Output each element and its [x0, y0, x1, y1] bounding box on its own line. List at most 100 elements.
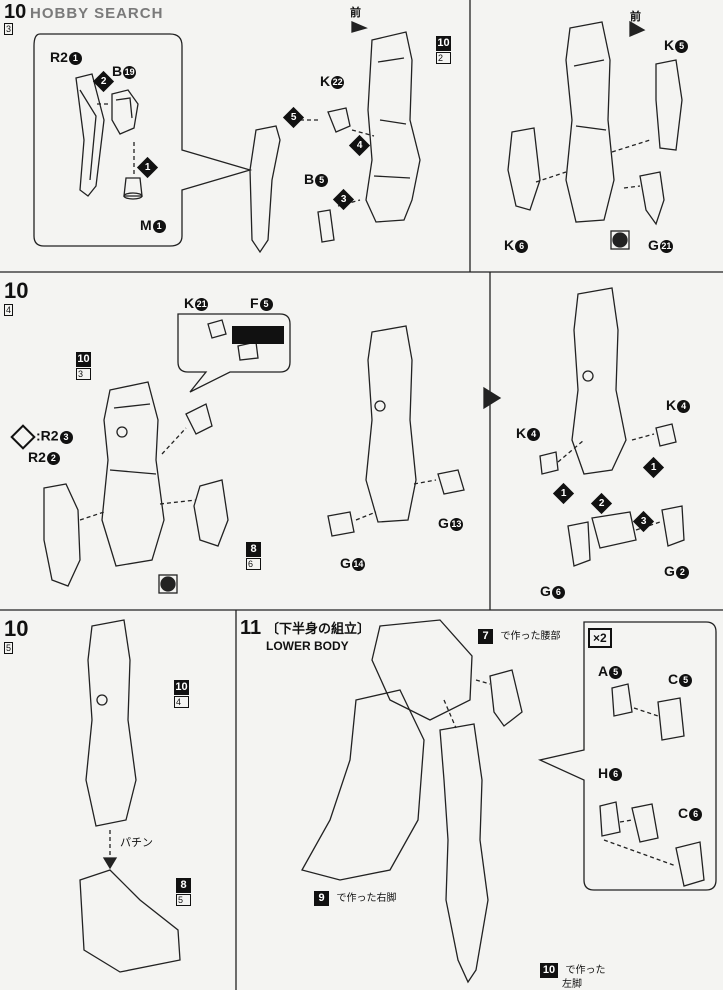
part-c6-b: [675, 841, 705, 887]
part-number-badge: 5: [609, 665, 623, 679]
part-number-badge: 13: [449, 517, 463, 531]
left-leg-reference-text-2: 左脚: [562, 979, 582, 990]
callout-bubble-11: [537, 621, 717, 891]
left-leg-assembly: [439, 723, 489, 984]
part-number-badge: 5: [679, 673, 693, 687]
part-b5: [317, 209, 335, 243]
part-front-plate: [591, 511, 637, 549]
section-title-jp: 〔下半身の組立〕: [266, 621, 371, 636]
box8-ref-10-5: 8 5: [176, 878, 191, 906]
leg-assembly-10-3-exploded: [565, 21, 615, 223]
ref-box-number: 9: [314, 891, 329, 906]
part-number-badge: 5: [315, 173, 329, 187]
waist-reference: 7 で作った腰部: [478, 626, 560, 644]
ref-box-sub: 3: [76, 368, 91, 380]
part-number-badge: 19: [123, 65, 137, 79]
part-number-badge: 2: [46, 451, 60, 465]
ref-box-number: 10: [436, 36, 451, 51]
ref-box-sub: 6: [246, 558, 261, 570]
part-number-badge: 6: [689, 807, 703, 821]
step-number-11: 11: [240, 617, 262, 639]
right-leg-assembly: [301, 689, 425, 881]
step-number-10-5: 10: [4, 616, 29, 641]
part-number-badge: 14: [351, 557, 365, 571]
waist-armor-plate: [489, 669, 523, 727]
leg-assembly-10-4-right: [571, 287, 627, 475]
part-k5: [655, 59, 683, 151]
part-number-badge: 6: [515, 239, 529, 253]
ref-box-number: 7: [478, 629, 493, 644]
part-number-badge: 1: [68, 51, 82, 65]
left-leg-reference: 10 で作った 左脚: [540, 960, 605, 990]
right-leg-reference-text: で作った右脚: [336, 893, 397, 904]
part-g2: [661, 505, 685, 547]
part-number-badge: 1: [152, 219, 166, 233]
ref-box-number: 8: [246, 542, 261, 557]
part-number-badge: 6: [551, 585, 565, 599]
left-leg-reference-text: で作った: [565, 965, 606, 976]
part-k4-right: [655, 423, 677, 447]
front-label-2: 前: [630, 11, 641, 23]
ref-box-number: 10: [174, 680, 189, 695]
part-g14: [327, 511, 355, 537]
ref-box-10-4: 10 4: [174, 680, 189, 708]
snap-sound-text: パチン: [120, 837, 153, 849]
part-number-badge: 21: [659, 239, 673, 253]
leg-assembly-10-3: [365, 31, 421, 223]
part-number-badge: 6: [609, 767, 623, 781]
part-box8-component: [193, 479, 229, 547]
foot-assembly-10-5: [79, 869, 181, 973]
part-k21: [207, 319, 227, 339]
ref-box-number: 10: [540, 963, 558, 978]
leg-assembly-10-4: [101, 381, 165, 567]
ref-box-10-2: 10 2: [436, 36, 451, 64]
part-number-badge: 5: [675, 39, 689, 53]
callout-bubble-10-3: [33, 33, 253, 247]
front-label: 前: [350, 7, 361, 19]
part-c5: [657, 697, 685, 741]
ref-box-sub: 4: [174, 696, 189, 708]
part-c6-a: [631, 803, 659, 843]
leg-assembly-10-4-middle: [365, 325, 417, 523]
step-number-10-4: 10: [4, 278, 29, 303]
ref-box-sub: 5: [176, 894, 191, 906]
step-number-10-3: 10: [4, 1, 27, 23]
cut-mark-icon: [10, 424, 36, 450]
callout-bubble-10-4: [177, 313, 291, 393]
part-g21: [639, 171, 665, 226]
step-sub-10-3: 3: [4, 23, 14, 35]
part-shield-10-3: [249, 125, 281, 254]
part-number-badge: 3: [59, 430, 73, 444]
waist-reference-text: で作った腰部: [500, 631, 561, 642]
step-sub-10-4: 4: [4, 304, 14, 316]
part-plate-10-4: [185, 403, 213, 435]
part-b19: [111, 89, 139, 135]
leg-assembly-10-5: [85, 619, 137, 827]
part-k4-left: [539, 451, 559, 475]
part-f5: [237, 341, 259, 361]
part-k22: [327, 107, 351, 133]
ref-box-number: 10: [76, 352, 91, 367]
ref-box-number: 8: [176, 878, 191, 893]
part-number-badge: 5: [259, 297, 273, 311]
redaction-bar: [232, 326, 284, 344]
step-sub-10-5: 5: [4, 642, 14, 654]
